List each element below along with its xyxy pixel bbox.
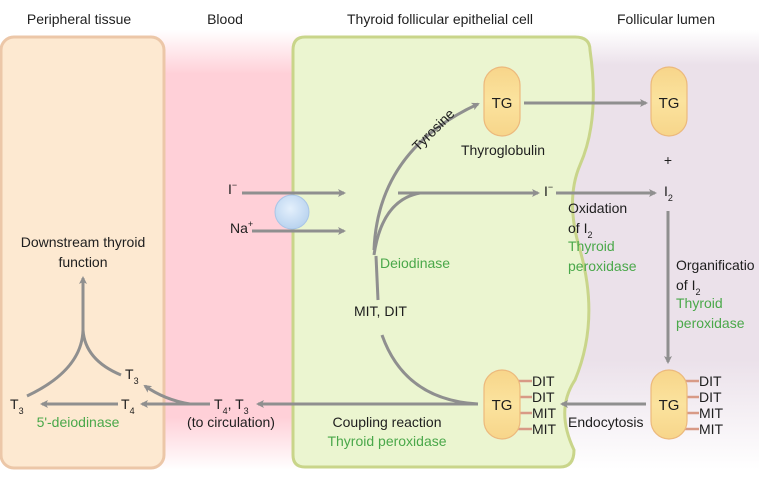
mit-dit-recycle-arrow: [380, 334, 479, 406]
organification-enzyme-line1: Thyroid: [676, 295, 723, 311]
header-follicular-lumen: Follicular lumen: [617, 11, 715, 27]
t3-action-curve-left: [26, 329, 85, 398]
iodine-i2-label: I2: [664, 183, 673, 203]
deiodinase-curve: [372, 191, 421, 256]
tg-label-cell: TG: [492, 95, 513, 112]
t3-to-periphery-arrow: [143, 384, 191, 406]
header-peripheral-tissue: Peripheral tissue: [27, 11, 131, 27]
iodide-efflux-label: I−: [544, 182, 553, 199]
sodium-label: Na+: [230, 219, 253, 236]
t4-t3-label: T4, T3: [214, 396, 249, 416]
header-blood: Blood: [207, 11, 243, 27]
downstream-function-line1: Downstream thyroid: [21, 234, 146, 250]
residue-label: DIT: [532, 389, 555, 405]
deiodinase-label: Deiodinase: [380, 255, 450, 271]
iodinated-tg-cell: TG DIT DIT MIT MIT: [483, 369, 557, 440]
residue-label: DIT: [699, 373, 722, 389]
nis-transporter-icon: [274, 194, 310, 230]
tg-label-iodinated-cell: TG: [492, 397, 513, 414]
residue-label: DIT: [532, 373, 555, 389]
blood-region: [150, 30, 310, 470]
organification-enzyme-line2: peroxidase: [676, 315, 745, 331]
residue-label: MIT: [699, 421, 724, 437]
mit-dit-to-pool-arrow: [374, 255, 380, 301]
residue-label: MIT: [532, 421, 557, 437]
tyrosine-arrow: [372, 102, 480, 251]
downstream-function-line2: function: [58, 254, 107, 270]
thyroglobulin-capsule-iodinated-cell: [483, 369, 521, 440]
t4-label: T4: [121, 396, 135, 416]
coupling-reaction-label: Coupling reaction: [333, 414, 442, 430]
header-follicular-cell: Thyroid follicular epithelial cell: [347, 11, 533, 27]
oxidation-label: Oxidation: [568, 200, 627, 216]
oxidation-enzyme-line2: peroxidase: [568, 258, 637, 274]
iodide-label: I−: [228, 180, 237, 197]
t3-left-label: T3: [10, 396, 24, 416]
residue-label: DIT: [699, 389, 722, 405]
endocytosis-label: Endocytosis: [568, 414, 643, 430]
coupling-enzyme-label: Thyroid peroxidase: [327, 433, 446, 449]
thyroglobulin-capsule-iodinated-lumen: [650, 369, 688, 440]
tg-label-lumen: TG: [659, 95, 680, 112]
iodinated-tg-lumen: TG DIT DIT MIT MIT: [650, 369, 724, 440]
t3-action-curve-right: [81, 329, 122, 377]
organification-label: Organificatio: [676, 257, 755, 273]
thyroglobulin-label: Thyroglobulin: [461, 142, 545, 158]
5-deiodinase-label: 5'-deiodinase: [37, 414, 120, 430]
thyroglobulin-capsule-lumen: [650, 66, 688, 137]
to-circulation-label: (to circulation): [187, 414, 275, 430]
plus-sign: +: [664, 152, 672, 168]
oxidation-enzyme-line1: Thyroid: [568, 238, 615, 254]
peripheral-tissue-region: [0, 35, 166, 470]
follicular-cell-region: [291, 35, 595, 469]
organification-of-i2-label: of I2: [676, 277, 700, 297]
residue-label: MIT: [699, 405, 724, 421]
mit-dit-label: MIT, DIT: [354, 303, 407, 319]
thyroglobulin-capsule-cell: [483, 66, 521, 137]
tg-label-iodinated-lumen: TG: [659, 397, 680, 414]
t3-right-label: T3: [125, 366, 139, 386]
residue-label: MIT: [532, 405, 557, 421]
oxidation-of-i2-label: of I2: [568, 220, 592, 240]
